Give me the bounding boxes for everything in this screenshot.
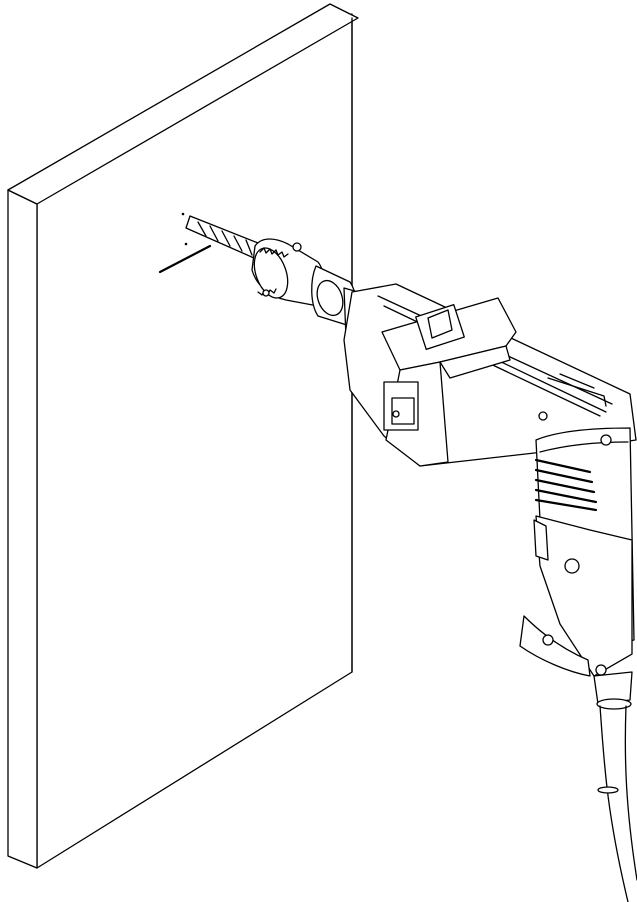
side-handle-band [381,297,517,467]
wall-front-face [7,13,353,869]
wall-side-edge [7,189,38,869]
side-switch-button [391,397,415,425]
trigger-lock-button [564,558,580,574]
grip-foot [519,615,591,677]
power-cord [593,671,637,902]
pistol-grip [519,515,633,677]
cord-strain-relief [593,671,633,705]
wall-panel [7,3,359,869]
hole-marks [158,212,212,274]
wall-top-edge [7,3,359,205]
drill-bit [185,215,259,259]
trigger [533,519,549,561]
